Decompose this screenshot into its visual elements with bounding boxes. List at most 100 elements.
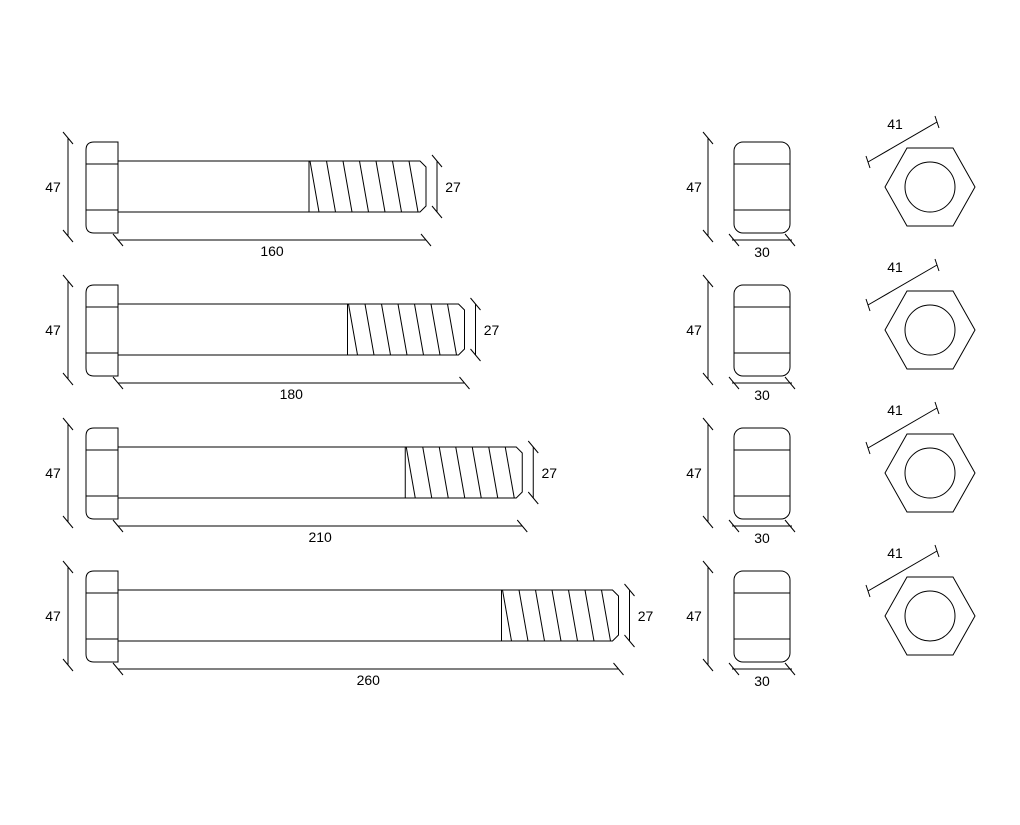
thread-line [447, 303, 457, 356]
hex-width-label: 41 [887, 402, 903, 418]
dimension-tick [784, 376, 796, 390]
nut-width-label: 30 [754, 530, 770, 546]
thread-line [326, 160, 336, 213]
nut-side-view [733, 141, 791, 234]
head-height-label: 47 [45, 465, 61, 481]
thread-diameter-dimension: 27 [470, 297, 500, 362]
thread-line [584, 589, 595, 642]
bolt [85, 570, 619, 663]
nut-height-dimension: 47 [686, 417, 714, 529]
thread-line [397, 303, 408, 356]
thread-line [359, 160, 369, 213]
nut-height-label: 47 [686, 322, 702, 338]
nut-width-dimension: 30 [728, 519, 796, 546]
dimension-tick [702, 274, 714, 288]
nut-width-dimension: 30 [728, 233, 796, 260]
dimension-tick [527, 491, 539, 505]
hex-width-label: 41 [887, 116, 903, 132]
bolt-head [85, 570, 119, 663]
head-height-label: 47 [45, 608, 61, 624]
thread-line [488, 446, 499, 499]
dimension-line [867, 407, 938, 449]
dimension-tick [934, 115, 940, 129]
dimension-tick [784, 662, 796, 676]
dimension-tick [728, 376, 740, 390]
nut-bore-circle [904, 590, 956, 642]
thread-line [408, 160, 419, 213]
dimension-tick [62, 515, 74, 529]
bolt-length-dimension: 210 [112, 519, 528, 545]
dimension-tick [702, 560, 714, 574]
head-height-label: 47 [45, 179, 61, 195]
nut-bore-circle [904, 447, 956, 499]
thread-line [551, 589, 562, 642]
bolt-length-label: 260 [357, 672, 381, 688]
thread-line [348, 303, 358, 356]
head-height-dimension: 47 [45, 560, 74, 672]
bolt-length-dimension: 160 [112, 233, 432, 259]
dimension-tick [470, 348, 481, 362]
bolt-row: 47 27 210 47 30 41 [45, 401, 976, 546]
dimension-tick [702, 515, 714, 529]
bolt-head [85, 284, 119, 377]
nut-height-dimension: 47 [686, 560, 714, 672]
thread-diameter-label: 27 [638, 608, 654, 624]
bolt-row: 47 27 260 47 30 41 [45, 544, 976, 689]
dimension-tick [728, 233, 740, 247]
nut-width-label: 30 [754, 244, 770, 260]
thread-line [342, 160, 353, 213]
thread-line [392, 160, 402, 213]
nut-height-label: 47 [686, 179, 702, 195]
thread-line [309, 160, 320, 213]
nut-width-dimension: 30 [728, 662, 796, 689]
dimension-tick [62, 658, 74, 672]
dimension-tick [112, 376, 124, 390]
nut-width-dimension: 30 [728, 376, 796, 403]
thread-diameter-label: 27 [484, 322, 500, 338]
dimension-tick [865, 584, 871, 598]
thread-line [375, 160, 386, 213]
bolt-shank [118, 589, 619, 642]
nut-bore-circle [904, 161, 956, 213]
hex-width-dimension: 41 [865, 401, 940, 455]
bolt-length-label: 210 [308, 529, 332, 545]
dimension-tick [865, 298, 871, 312]
dimension-tick [934, 544, 940, 558]
thread-line [504, 446, 515, 499]
thread-diameter-label: 27 [541, 465, 557, 481]
nut-height-label: 47 [686, 608, 702, 624]
dimension-tick [934, 401, 940, 415]
bolt-head [85, 427, 119, 520]
hex-width-label: 41 [887, 545, 903, 561]
dimension-tick [62, 274, 74, 288]
thread-line [438, 446, 449, 499]
dimension-tick [934, 258, 940, 272]
dimension-tick [62, 417, 74, 431]
bolt [85, 284, 465, 377]
nut-body [733, 284, 791, 377]
bolt-shank [118, 446, 523, 499]
dimension-tick [62, 229, 74, 243]
thread-line [455, 446, 466, 499]
hex-outline [884, 576, 976, 656]
head-height-label: 47 [45, 322, 61, 338]
thread-line [471, 446, 482, 499]
nut-bore-circle [904, 304, 956, 356]
nut-side-view [733, 284, 791, 377]
dimension-tick [420, 233, 432, 247]
dimension-tick [624, 583, 635, 597]
bolt-length-dimension: 260 [112, 662, 624, 688]
dimension-tick [728, 519, 740, 533]
nut-hex-view [884, 147, 976, 227]
thread-diameter-dimension: 27 [624, 583, 654, 648]
dimension-tick [527, 440, 539, 454]
dimension-tick [459, 376, 470, 390]
dimension-tick [702, 658, 714, 672]
dimension-tick [112, 233, 124, 247]
nut-height-dimension: 47 [686, 131, 714, 243]
bolt [85, 427, 523, 520]
nut-side-view [733, 427, 791, 520]
nut-width-label: 30 [754, 673, 770, 689]
head-height-dimension: 47 [45, 274, 74, 386]
